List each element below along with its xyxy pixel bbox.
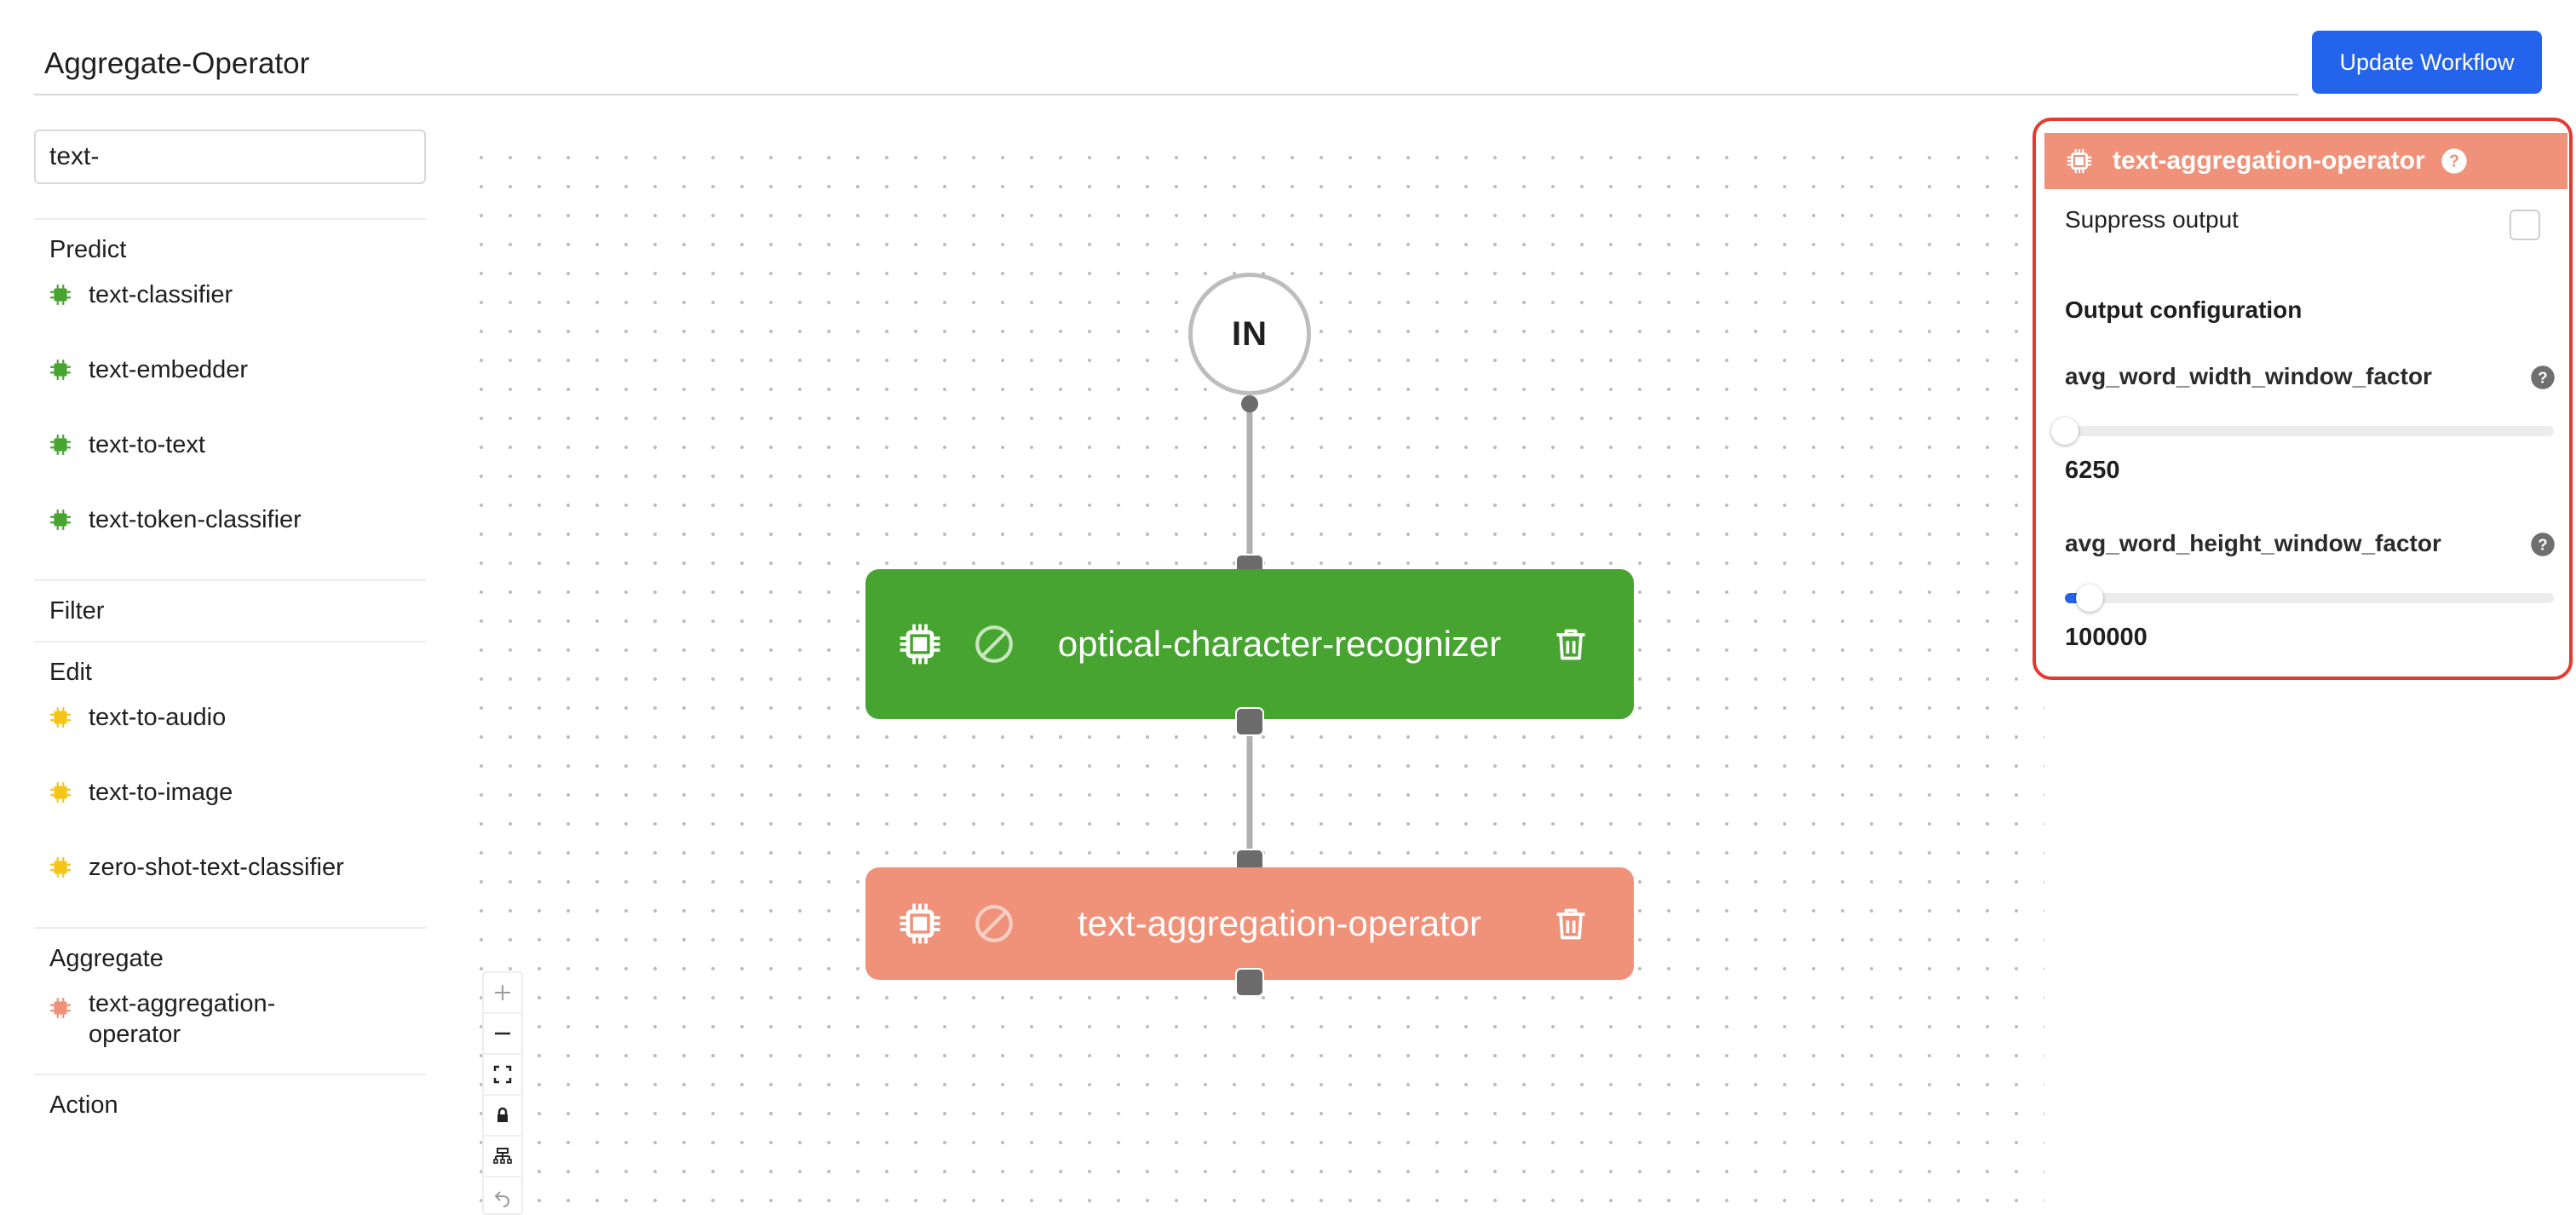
operator-item-zero-shot-text-classifier[interactable]: zero-shot-text-classifier [49, 852, 411, 927]
chip-icon [900, 624, 940, 665]
chip-icon [900, 903, 940, 944]
fit-view-icon[interactable] [484, 1055, 521, 1096]
operator-node-title: text-aggregation-operator [1078, 903, 1481, 943]
help-icon[interactable]: ? [2530, 365, 2556, 390]
zoom-out-icon[interactable] [484, 1014, 521, 1055]
operator-node-text-aggregation[interactable]: text-aggregation-operator [865, 867, 1634, 980]
chip-icon [50, 998, 71, 1018]
operator-item-text-to-audio[interactable]: text-to-audio [49, 702, 411, 777]
input-node-output-handle[interactable] [1241, 395, 1258, 412]
category-title: Action [49, 1091, 118, 1119]
layout-icon[interactable] [484, 1137, 521, 1178]
operator-label: text-aggregation-operator [89, 990, 276, 1048]
operator-item-text-classifier[interactable]: text-classifier [49, 279, 411, 354]
category-title: Edit [49, 659, 92, 686]
help-icon[interactable]: ? [2441, 147, 2468, 175]
category-title: Predict [49, 236, 127, 263]
category-action: Action [34, 1075, 426, 1135]
svg-text:?: ? [2538, 368, 2547, 386]
slider-thumb[interactable] [2075, 584, 2103, 612]
operator-search-input[interactable] [34, 130, 426, 184]
chip-icon [50, 285, 71, 305]
disable-icon[interactable] [973, 623, 1015, 665]
lock-icon[interactable] [484, 1096, 521, 1137]
slider-avg-word-width[interactable] [2051, 417, 2554, 445]
field-value-avg-word-width: 6250 [2065, 457, 2120, 484]
suppress-output-label: Suppress output [2065, 206, 2239, 233]
operator-label: text-to-text [89, 431, 205, 458]
aggregator-output-handle[interactable] [1235, 968, 1264, 997]
chip-icon [50, 435, 71, 455]
divider [34, 218, 426, 220]
chip-icon [50, 707, 71, 728]
output-configuration-title: Output configuration [2065, 297, 2303, 323]
field-value-avg-word-height: 100000 [2065, 624, 2148, 651]
category-edit: Edit text-to-audio text-to-image zero-sh… [34, 642, 426, 927]
help-icon[interactable]: ? [2530, 532, 2556, 557]
category-filter: Filter [34, 581, 426, 641]
divider [34, 927, 426, 929]
operator-item-text-to-text[interactable]: text-to-text [49, 429, 411, 504]
trash-icon[interactable] [1552, 624, 1590, 665]
category-predict: Predict text-classifier text-embedder te… [34, 220, 426, 579]
operator-node-title: optical-character-recognizer [1057, 624, 1502, 664]
undo-icon[interactable] [484, 1178, 521, 1215]
input-node[interactable]: IN [1188, 273, 1311, 395]
operator-label: text-token-classifier [89, 506, 302, 533]
category-aggregate: Aggregate text-aggregation-operator [34, 929, 426, 1074]
workflow-name-input[interactable] [34, 34, 2298, 95]
operator-sidebar: Predict text-classifier text-embedder te… [34, 130, 426, 1135]
chip-icon [50, 360, 71, 380]
update-workflow-button[interactable]: Update Workflow [2312, 31, 2542, 94]
zoom-in-icon[interactable] [484, 973, 521, 1014]
operator-label: text-classifier [89, 281, 233, 308]
chip-icon [50, 782, 71, 803]
canvas-controls [482, 971, 523, 1215]
divider [34, 641, 426, 642]
chip-icon [50, 857, 71, 878]
operator-item-text-embedder[interactable]: text-embedder [49, 354, 411, 429]
category-title: Filter [49, 597, 105, 625]
divider [34, 1074, 426, 1075]
operator-node-ocr[interactable]: optical-character-recognizer [865, 569, 1634, 719]
chip-icon [50, 510, 71, 530]
field-label-avg-word-height: avg_word_height_window_factor [2065, 530, 2441, 556]
operator-label: text-to-image [89, 779, 233, 806]
divider [34, 579, 426, 581]
trash-icon[interactable] [1552, 903, 1590, 944]
slider-avg-word-height[interactable] [2065, 584, 2554, 612]
category-title: Aggregate [49, 945, 164, 972]
ocr-output-handle[interactable] [1235, 707, 1264, 736]
suppress-output-checkbox[interactable] [2510, 210, 2540, 240]
field-label-avg-word-width: avg_word_width_window_factor [2065, 363, 2432, 389]
panel-header: text-aggregation-operator ? [2044, 133, 2567, 189]
operator-label: zero-shot-text-classifier [89, 854, 344, 881]
operator-config-panel: text-aggregation-operator ? Suppress out… [2033, 118, 2573, 680]
operator-label: text-embedder [89, 356, 248, 383]
svg-text:?: ? [2449, 153, 2459, 171]
operator-item-text-aggregation-operator[interactable]: text-aggregation-operator [49, 988, 411, 1074]
svg-text:?: ? [2538, 535, 2547, 553]
input-node-label: IN [1232, 314, 1268, 353]
slider-thumb[interactable] [2051, 417, 2079, 445]
panel-operator-name: text-aggregation-operator [2113, 147, 2425, 175]
chip-icon [2067, 148, 2092, 174]
disable-icon[interactable] [973, 902, 1015, 945]
operator-label: text-to-audio [89, 704, 227, 731]
operator-item-text-to-image[interactable]: text-to-image [49, 777, 411, 852]
operator-item-text-token-classifier[interactable]: text-token-classifier [49, 504, 411, 579]
